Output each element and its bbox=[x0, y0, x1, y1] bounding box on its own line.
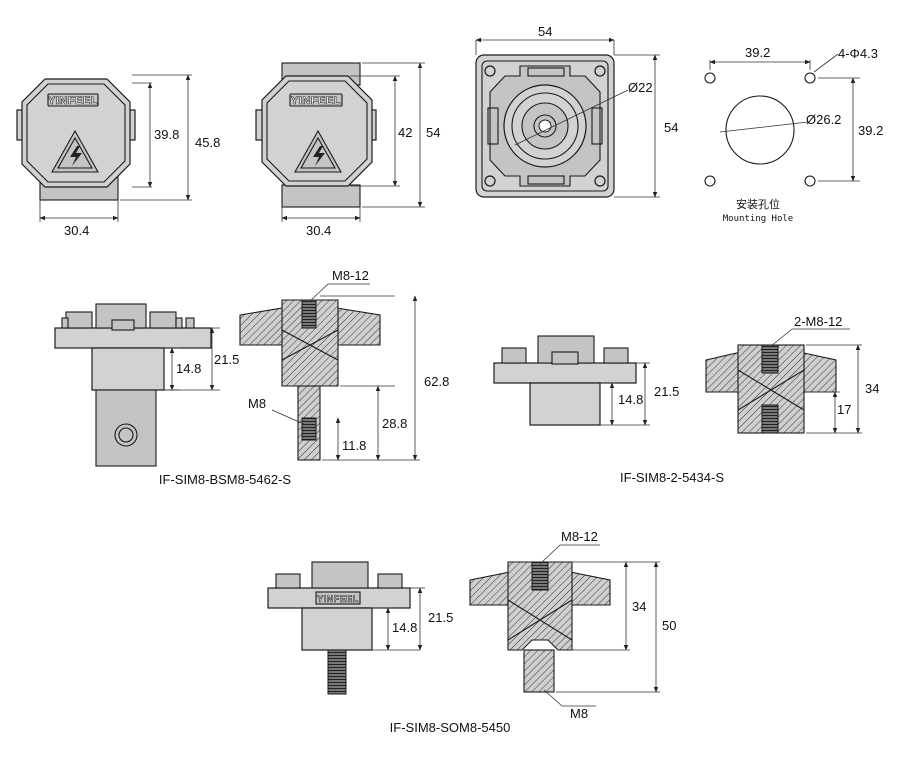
dim-m2-body: 14.8 bbox=[618, 392, 643, 407]
dim-top2-inner: 42 bbox=[398, 125, 412, 140]
dim-bsm-total: 21.5 bbox=[214, 352, 239, 367]
label-bsm-thread-bot: M8 bbox=[248, 396, 266, 411]
dim-hole-height: 39.2 bbox=[858, 123, 883, 138]
label-som-thread-top: M8-12 bbox=[561, 529, 598, 544]
dim-bsm-len: 28.8 bbox=[382, 416, 407, 431]
dim-som-body: 14.8 bbox=[392, 620, 417, 635]
model-bsm-caption: IF-SIM8-BSM8-5462-S bbox=[159, 472, 292, 487]
dim-top2-outer: 54 bbox=[426, 125, 440, 140]
dim-hole-dia: Ø26.2 bbox=[806, 112, 841, 127]
dim-top3-width: 54 bbox=[538, 24, 552, 39]
view-front-octagon-1: YINFEEL 39.8 45.8 30.4 bbox=[16, 74, 220, 238]
dim-bsm-body: 14.8 bbox=[176, 361, 201, 376]
dim-bsm-overall: 62.8 bbox=[424, 374, 449, 389]
label-bsm-thread-top: M8-12 bbox=[332, 268, 369, 283]
view-som-side: YINFEEL 14.8 21.5 bbox=[267, 561, 453, 695]
view-top-square: Ø22 54 54 bbox=[475, 24, 678, 198]
brand-logo-2: YINFEEL bbox=[291, 95, 341, 107]
view-front-octagon-2: YINFEEL 42 54 30.4 bbox=[255, 62, 440, 238]
brand-logo: YINFEEL bbox=[48, 95, 98, 107]
dim-top2-width: 30.4 bbox=[306, 223, 331, 238]
label-som-thread-bot: M8 bbox=[570, 706, 588, 721]
dim-top1-inner: 39.8 bbox=[154, 127, 179, 142]
dim-top3-dia: Ø22 bbox=[628, 80, 653, 95]
mounting-hole-title-en: Mounting Hole bbox=[723, 214, 793, 224]
model-som-caption: IF-SIM8-SOM8-5450 bbox=[390, 720, 511, 735]
dim-m2-half: 17 bbox=[837, 402, 851, 417]
label-m2-thread: 2-M8-12 bbox=[794, 314, 842, 329]
view-bsm-side: 14.8 21.5 bbox=[54, 303, 239, 467]
dim-m2-overall: 34 bbox=[865, 381, 879, 396]
view-mounting-hole: Ø26.2 39.2 4-Φ4.3 39.2 安装孔位 Mounting Hol… bbox=[704, 45, 883, 224]
view-bsm-section: 28.8 11.8 62.8 M8-12 M8 bbox=[239, 268, 449, 461]
dim-som-total: 21.5 bbox=[428, 610, 453, 625]
dim-bsm-tip: 11.8 bbox=[342, 438, 366, 453]
dim-hole-width: 39.2 bbox=[745, 45, 770, 60]
dim-hole-spec: 4-Φ4.3 bbox=[838, 46, 878, 61]
view-som-section: 34 50 M8-12 M8 bbox=[469, 529, 676, 721]
dim-top3-height: 54 bbox=[664, 120, 678, 135]
brand-logo-3: YINFEEL bbox=[317, 594, 359, 604]
dim-som-mid: 34 bbox=[632, 599, 646, 614]
view-m2-side: 14.8 21.5 bbox=[493, 335, 679, 426]
dim-m2-total: 21.5 bbox=[654, 384, 679, 399]
dim-som-overall: 50 bbox=[662, 618, 676, 633]
mounting-hole-title-cn: 安装孔位 bbox=[736, 197, 780, 211]
dim-top1-outer: 45.8 bbox=[195, 135, 220, 150]
model-m2-caption: IF-SIM8-2-5434-S bbox=[620, 470, 724, 485]
dim-top1-width: 30.4 bbox=[64, 223, 89, 238]
view-m2-section: 34 17 2-M8-12 bbox=[705, 314, 879, 434]
